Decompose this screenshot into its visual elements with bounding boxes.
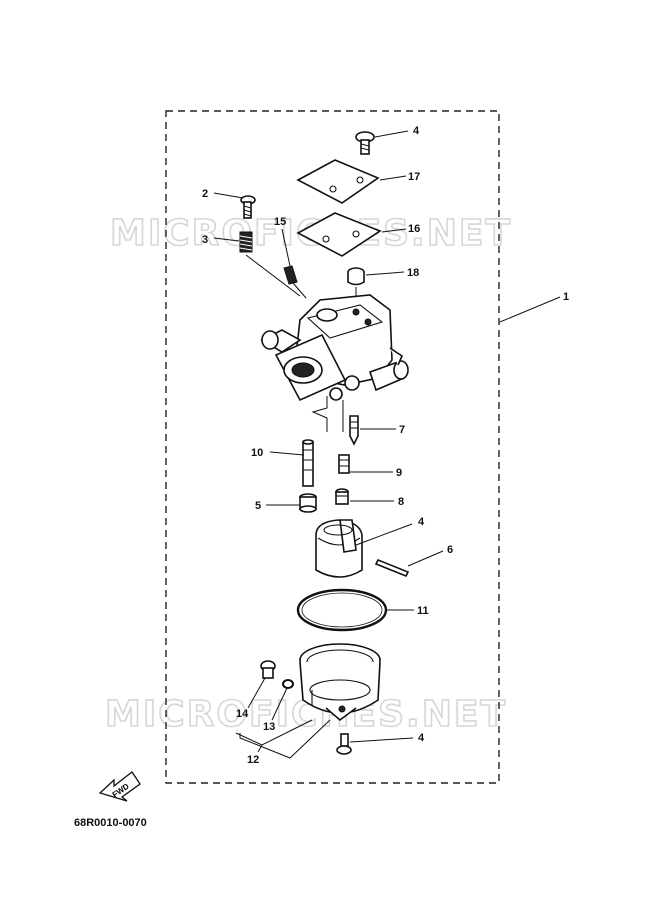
callout-labels: 4 17 16 2 3 15 18 1 7 10 9 8 5 4 6 11 14… bbox=[202, 125, 569, 766]
fwd-arrow: FWD bbox=[98, 771, 141, 802]
callout-5: 4 bbox=[418, 516, 425, 528]
part-float-pin bbox=[374, 558, 410, 578]
part-float bbox=[315, 519, 363, 578]
part-washer bbox=[282, 679, 294, 689]
callout-4-bottom-label: 4 bbox=[418, 732, 425, 744]
callout-10: 9 bbox=[396, 467, 402, 479]
callout-4-top: 4 bbox=[413, 125, 420, 137]
callout-17: 16 bbox=[408, 223, 420, 235]
callout-14: 13 bbox=[263, 721, 275, 733]
part-o-ring bbox=[296, 588, 388, 632]
part-needle-valve bbox=[349, 415, 359, 446]
part-gasket bbox=[296, 212, 382, 257]
part-main-nozzle bbox=[302, 439, 314, 487]
part-float-chamber bbox=[299, 643, 381, 722]
assembly-frame bbox=[165, 110, 500, 784]
callout-15: 14 bbox=[236, 708, 249, 720]
part-main-jet bbox=[299, 493, 317, 513]
callout-18: 17 bbox=[408, 171, 420, 183]
callout-11: 10 bbox=[251, 447, 263, 459]
callout-2: 2 bbox=[202, 188, 208, 200]
callout-16: 15 bbox=[274, 216, 286, 228]
callout-12: 11 bbox=[417, 605, 429, 617]
leader-lines bbox=[213, 130, 561, 759]
part-jet-holder bbox=[338, 454, 350, 474]
part-top-plate bbox=[296, 159, 380, 204]
part-spring bbox=[239, 231, 301, 297]
callout-8: 7 bbox=[399, 424, 405, 436]
part-pilot-screw bbox=[283, 265, 307, 299]
part-screw-bottom bbox=[336, 733, 352, 755]
part-screw-top bbox=[355, 131, 375, 155]
part-carburetor-body bbox=[260, 294, 409, 432]
part-drain-screw bbox=[260, 660, 276, 679]
part-screw-left bbox=[240, 195, 256, 219]
part-pilot-jet bbox=[335, 488, 349, 505]
callout-9: 8 bbox=[398, 496, 404, 508]
callout-6: 5 bbox=[255, 500, 261, 512]
diagram-code: 68R0010-0070 bbox=[74, 817, 147, 829]
callout-7: 6 bbox=[447, 544, 453, 556]
callout-1: 1 bbox=[563, 291, 569, 303]
callout-19: 18 bbox=[407, 267, 419, 279]
part-cap bbox=[347, 267, 365, 300]
callout-3: 3 bbox=[202, 234, 208, 246]
callout-13: 12 bbox=[247, 754, 259, 766]
